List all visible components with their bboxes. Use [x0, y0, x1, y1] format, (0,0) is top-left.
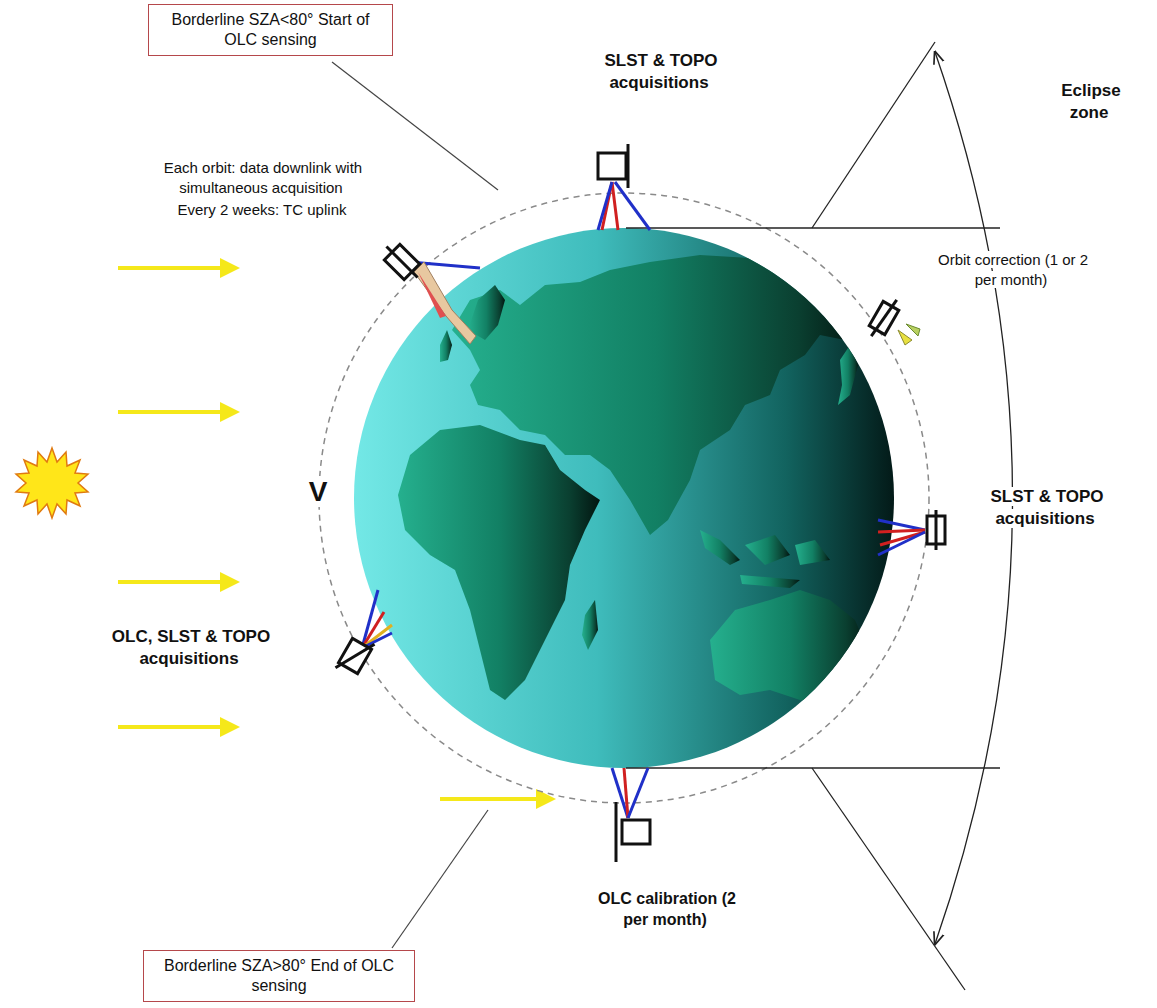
note-box: Borderline SZA>80° End of OLC sensing: [143, 950, 415, 1002]
annotation-label: SLST & TOPO acquisitions: [971, 486, 1121, 530]
instrument-beams: [362, 182, 925, 818]
annotation-label: Eclipse zone: [1045, 80, 1135, 124]
label-text: Eclipse zone: [1059, 81, 1121, 122]
annotation-label: Every 2 weeks: TC uplink: [132, 200, 392, 220]
annotation-label: OLC, SLST & TOPO acquisitions: [65, 626, 315, 670]
annotation-label: OLC calibration (2 per month): [586, 888, 746, 930]
satellites: [335, 144, 945, 862]
label-text: V: [307, 476, 330, 507]
note-box: Borderline SZA<80° Start of OLC sensing: [148, 4, 393, 56]
downlink-beam: [414, 262, 476, 344]
label-text: SLST & TOPO acquisitions: [988, 487, 1103, 528]
annotation-label: Orbit correction (1 or 2 per month): [927, 250, 1097, 290]
sun: [16, 448, 88, 518]
label-text: Every 2 weeks: TC uplink: [176, 201, 349, 218]
note-text: Borderline SZA<80° Start of OLC sensing: [157, 10, 384, 50]
annotation-label: SLST & TOPO acquisitions: [590, 50, 730, 94]
note-text: Borderline SZA>80° End of OLC sensing: [152, 956, 406, 996]
label-text: Orbit correction (1 or 2 per month): [936, 251, 1088, 288]
leader-lines: [332, 62, 498, 948]
label-text: SLST & TOPO acquisitions: [602, 51, 717, 92]
thruster-plumes: [898, 324, 920, 345]
downlink-beam-edge: [418, 272, 446, 318]
label-text: OLC, SLST & TOPO acquisitions: [110, 627, 270, 668]
orbit-path: [319, 193, 929, 803]
velocity-marker: V: [303, 474, 333, 510]
label-text: Each orbit: data downlink with simultane…: [162, 159, 362, 196]
annotation-label: Each orbit: data downlink with simultane…: [132, 158, 392, 198]
eclipse-zone-lines: [626, 42, 1013, 990]
earth: [354, 228, 894, 768]
label-text: OLC calibration (2 per month): [596, 890, 736, 928]
